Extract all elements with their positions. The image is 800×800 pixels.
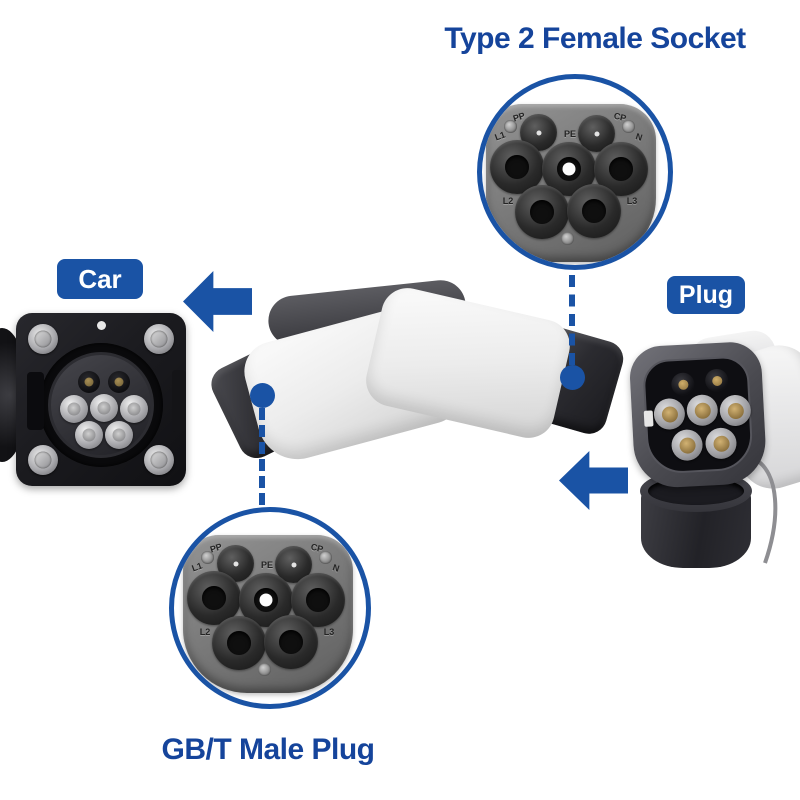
bolt-icon — [144, 324, 174, 354]
plug-pin-signal — [704, 368, 729, 393]
pin-label-pe: PE — [563, 129, 577, 139]
car-inlet-pin-face — [48, 352, 154, 458]
arrow-left-icon — [559, 451, 628, 510]
pin-label-pe: PE — [260, 560, 274, 570]
pin-l2 — [212, 616, 266, 670]
screw-icon — [561, 232, 574, 245]
plug-pin-power — [719, 394, 752, 427]
plug-alignment-tab — [643, 410, 654, 427]
pin-label-n: N — [331, 562, 341, 574]
inlet-pin-power — [105, 421, 133, 449]
arrow-left-icon — [183, 271, 252, 332]
pin-label-l2: L2 — [199, 627, 211, 637]
plug-label-badge: Plug — [667, 276, 745, 314]
inlet-pin-power — [60, 395, 88, 423]
screw-icon — [622, 120, 635, 133]
pin-label-n: N — [634, 131, 644, 143]
inlet-pin-power — [90, 394, 118, 422]
plug-pin-power — [670, 428, 704, 462]
callout-dashed-line-top — [569, 275, 575, 365]
inlet-pin-signal — [78, 371, 100, 393]
pin-label-cp: CP — [612, 110, 628, 124]
pin-label-l1: L1 — [493, 129, 507, 143]
screw-icon — [504, 120, 517, 133]
pin-l2 — [515, 185, 569, 239]
screw-icon — [258, 663, 271, 676]
pin-label-l3: L3 — [323, 627, 335, 637]
plate-marker-dot — [97, 321, 106, 330]
plug-pin-power — [685, 393, 719, 427]
gbt-plug-face: PP CP L1 PE N L2 L3 — [183, 535, 353, 693]
plug-connector-shell — [628, 340, 768, 490]
bottom-title: GB/T Male Plug — [161, 733, 375, 766]
plug-pin-power — [653, 397, 686, 431]
callout-dot-bottom — [250, 383, 275, 408]
type2-socket-callout-circle: PP CP L1 PE N L2 L3 — [477, 74, 673, 270]
screw-icon — [319, 551, 332, 564]
pin-l3 — [264, 615, 318, 669]
bolt-icon — [28, 445, 58, 475]
car-inlet-latch — [172, 370, 186, 432]
callout-dashed-line-bottom — [259, 408, 265, 505]
plug-pin-face — [642, 355, 754, 475]
car-label-badge: Car — [57, 259, 143, 299]
pin-l3 — [567, 184, 621, 238]
inlet-pin-power — [75, 421, 103, 449]
pin-label-l2: L2 — [502, 196, 514, 206]
car-inlet-hinge — [27, 372, 44, 430]
pin-l1 — [187, 571, 241, 625]
car-charging-inlet — [16, 313, 186, 486]
pin-label-l1: L1 — [190, 560, 204, 574]
pin-label-cp: CP — [309, 541, 325, 555]
bolt-icon — [28, 324, 58, 354]
bolt-icon — [144, 445, 174, 475]
callout-dot-top — [560, 365, 585, 390]
top-title: Type 2 Female Socket — [444, 22, 746, 55]
gbt-plug-callout-circle: PP CP L1 PE N L2 L3 — [169, 507, 371, 709]
screw-icon — [201, 551, 214, 564]
inlet-pin-power — [120, 395, 148, 423]
plug-pin-signal — [670, 372, 695, 397]
type2-socket-face: PP CP L1 PE N L2 L3 — [486, 104, 656, 262]
pin-label-l3: L3 — [626, 196, 638, 206]
plug-pin-power — [704, 427, 738, 460]
inlet-pin-signal — [108, 371, 130, 393]
